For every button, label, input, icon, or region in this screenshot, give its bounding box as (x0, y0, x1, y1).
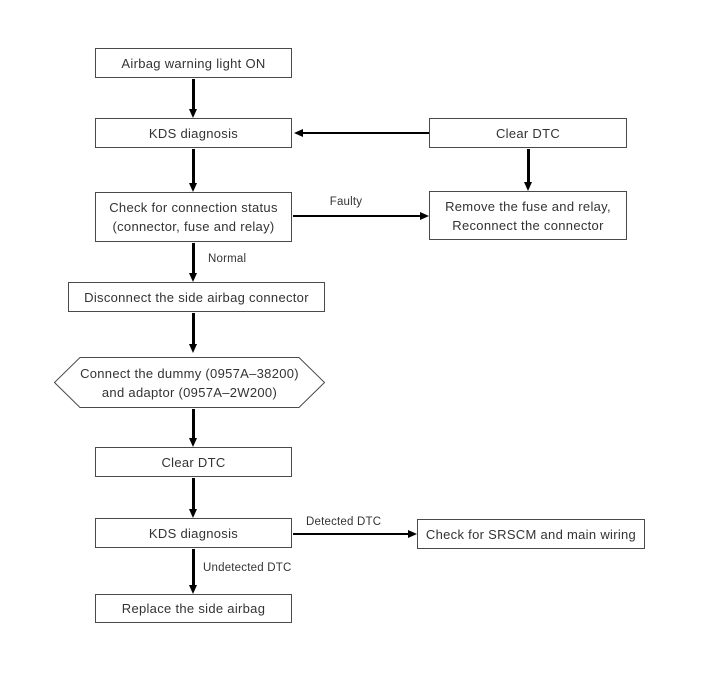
arrow-undetected-line (192, 549, 195, 585)
arrow-normal-head (189, 273, 197, 282)
node-disconnect-side-airbag-connector: Disconnect the side airbag connector (68, 282, 325, 312)
edge-label-detected-dtc: Detected DTC (306, 516, 382, 528)
node-label: Check for SRSCM and main wiring (425, 526, 637, 542)
node-remove-fuse-relay: Remove the fuse and relay, Reconnect the… (429, 191, 627, 240)
arrow-warning-to-kds-head (189, 109, 197, 118)
arrow-undetected-head (189, 585, 197, 594)
node-label-group: Connect the dummy (0957A–38200) and adap… (54, 357, 325, 408)
arrow-detected-head (408, 530, 417, 538)
node-label-line1: Check for connection status (109, 200, 278, 215)
arrow-cleardtc-to-remove-line (527, 149, 530, 182)
node-airbag-warning-light: Airbag warning light ON (95, 48, 292, 78)
arrow-cleardtc-to-kds-line (303, 132, 429, 134)
arrow-detected-line (293, 533, 408, 535)
node-label-line1: Remove the fuse and relay, (445, 198, 611, 214)
edge-label-normal: Normal (208, 253, 247, 265)
node-label: Clear DTC (161, 454, 226, 470)
node-label-line1: Connect the dummy (0957A–38200) (80, 365, 299, 381)
arrow-faulty-head (420, 212, 429, 220)
node-label-line2: Reconnect the connector (452, 217, 604, 233)
arrow-normal-line (192, 243, 195, 273)
node-connect-dummy-adaptor: Connect the dummy (0957A–38200) and adap… (54, 357, 325, 408)
node-label: Disconnect the side airbag connector (84, 289, 309, 305)
arrow-dummy-to-cleardtc-head (189, 438, 197, 447)
node-label: Airbag warning light ON (121, 55, 266, 71)
node-label: KDS diagnosis (148, 525, 239, 541)
node-check-srscm-main-wiring: Check for SRSCM and main wiring (417, 519, 645, 549)
arrow-cleardtc-to-kds2-line (192, 478, 195, 509)
node-label-line2: (connector, fuse and relay) (112, 219, 275, 234)
arrow-faulty-line (293, 215, 420, 217)
node-clear-dtc-mid: Clear DTC (95, 447, 292, 477)
node-check-connection-status: Check for connection status (connector, … (95, 192, 292, 242)
arrow-disconnect-to-dummy-head (189, 344, 197, 353)
node-clear-dtc-top: Clear DTC (429, 118, 627, 148)
node-label: Clear DTC (495, 125, 561, 141)
node-kds-diagnosis-2: KDS diagnosis (95, 518, 292, 548)
arrow-kds-to-check-head (189, 183, 197, 192)
node-label: Replace the side airbag (121, 601, 266, 616)
arrow-dummy-to-cleardtc-line (192, 409, 195, 438)
node-kds-diagnosis-1: KDS diagnosis (95, 118, 292, 148)
arrow-cleardtc-to-kds-head (294, 129, 303, 137)
node-replace-side-airbag: Replace the side airbag (95, 594, 292, 623)
hexagon-shape (54, 357, 325, 408)
arrow-cleardtc-to-kds2-head (189, 509, 197, 518)
edge-label-undetected-dtc: Undetected DTC (203, 562, 292, 574)
arrow-cleardtc-to-remove-head (524, 182, 532, 191)
node-label: KDS diagnosis (148, 125, 239, 141)
node-label-line2: and adaptor (0957A–2W200) (101, 384, 278, 400)
edge-label-faulty: Faulty (329, 196, 363, 208)
arrow-warning-to-kds-line (192, 79, 195, 110)
arrow-disconnect-to-dummy-line (192, 313, 195, 344)
arrow-kds-to-check-line (192, 149, 195, 184)
